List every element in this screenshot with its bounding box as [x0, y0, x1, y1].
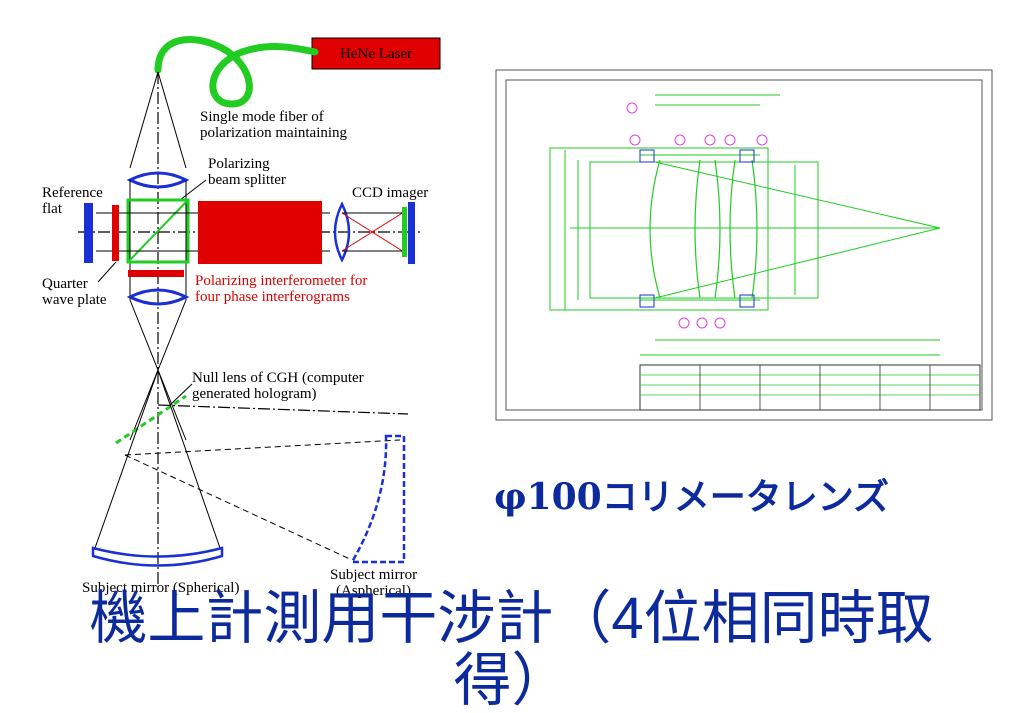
quarter-wave-label: wave plate	[42, 292, 107, 308]
part-callout	[714, 317, 726, 329]
quarter-wave-plate	[128, 270, 184, 277]
pbs-label: beam splitter	[208, 172, 286, 188]
lens-mount-bottom	[639, 294, 655, 308]
beam-splitter	[126, 198, 190, 264]
ccd-lens	[333, 201, 351, 263]
beam-ray	[157, 71, 187, 169]
quarter-wave-plate-ref	[112, 205, 119, 261]
fiber-path	[154, 35, 319, 108]
lens-barrel-inner	[589, 161, 819, 299]
aspherical-ray	[124, 454, 353, 561]
focal-ray	[654, 227, 941, 299]
ccd-green-plate	[402, 207, 407, 257]
page-title-line2: 得）	[453, 648, 570, 713]
part-callout	[696, 317, 708, 329]
lens-element	[729, 159, 736, 299]
lens-mount-top	[739, 149, 755, 163]
aspherical-mirror	[349, 434, 406, 564]
part-callout	[629, 134, 641, 146]
title-block	[639, 364, 981, 411]
pbs-label: Polarizing	[208, 156, 270, 172]
reference-flat	[84, 203, 93, 263]
aspherical-mirror-label: (Aspherical)	[336, 583, 411, 599]
bottom-lens	[126, 288, 190, 306]
beam-splitter-diagonal	[127, 199, 189, 263]
beam-ray	[341, 211, 405, 252]
part-callout	[678, 317, 690, 329]
part-callout	[756, 134, 768, 146]
lens-element	[649, 159, 661, 299]
lens-element	[694, 159, 701, 299]
part-callout	[626, 102, 638, 114]
beam-ray	[341, 212, 405, 253]
ccd-imager-label: CCD imager	[352, 185, 428, 201]
hene-laser-box	[311, 37, 441, 70]
interferometer-label: Polarizing interferometer for	[195, 273, 367, 289]
aspherical-mirror-label: Subject mirror	[330, 567, 417, 583]
cgh-null-lens	[115, 394, 187, 445]
null-lens-label: generated hologram)	[192, 386, 317, 402]
lens-barrel-outline	[549, 147, 769, 311]
lens-mount-top	[639, 149, 655, 163]
part-callout	[674, 134, 686, 146]
ccd-imager	[408, 202, 415, 264]
aspherical-ray	[124, 439, 401, 456]
fiber-label: Single mode fiber of	[200, 109, 324, 125]
spherical-mirror	[91, 546, 224, 567]
part-callout	[704, 134, 716, 146]
focal-ray	[654, 161, 941, 229]
pbs-leader	[179, 179, 207, 201]
beam-ray	[94, 369, 159, 549]
reference-flat-label: Reference	[42, 185, 103, 201]
collimator-drawing	[495, 69, 993, 421]
lens-element	[751, 159, 758, 299]
hene-laser-label: HeNe Laser	[340, 46, 412, 62]
polarizing-interferometer	[198, 201, 322, 264]
part-callout	[724, 134, 736, 146]
drawing-border	[495, 69, 993, 421]
lens-mount-bottom	[739, 294, 755, 308]
interferometer-label: four phase interferograms	[195, 289, 350, 305]
page-title-line1: 機上計測用干涉計（4位相同時取	[89, 586, 934, 651]
null-lens-label: Null lens of CGH (computer	[192, 370, 364, 386]
lens-caption: φ100コリメータレンズ	[494, 476, 889, 518]
reference-flat-label: flat	[42, 201, 63, 217]
fiber-label: polarization maintaining	[200, 125, 348, 141]
quarter-wave-label: Quarter	[42, 276, 88, 292]
beam-ray	[157, 369, 221, 549]
cgh-axis	[157, 404, 409, 415]
quarter-wave-leader	[97, 261, 117, 283]
spherical-mirror-label: Subject mirror (Spherical)	[82, 580, 239, 596]
null-lens-leader	[169, 383, 193, 406]
beam-ray	[129, 71, 159, 169]
